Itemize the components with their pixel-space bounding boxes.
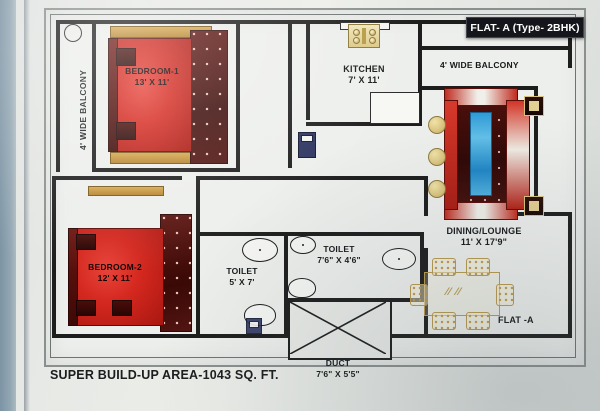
lounge-sofa-bottom [444, 202, 518, 220]
wall-kitchen-right [418, 20, 422, 126]
bedroom1-side-rug [190, 30, 228, 164]
dining-chair [466, 258, 490, 276]
dining-chair [432, 312, 456, 330]
toilet-big-basin-icon [288, 278, 316, 298]
column-marker-icon [64, 24, 82, 42]
wall-bottom-right [388, 334, 572, 338]
balcony-left-label: 4' WIDE BALCONY [78, 69, 88, 150]
wall-toilet-small-right [284, 232, 288, 338]
wall-right-outer-bottom [568, 212, 572, 338]
hob-burner-icon [353, 37, 360, 44]
lounge-side-table-bottom [524, 196, 544, 216]
wall-balcony-inner-left [92, 20, 96, 172]
bedroom1-headboard [108, 38, 118, 152]
kitchen-hob [348, 24, 380, 48]
dining-table-decor-icon: ⁄⁄ ⁄⁄ [446, 286, 462, 298]
plan-title-banner: FLAT- A (Type- 2BHK) [466, 17, 584, 38]
duct-label: DUCT 7'6" X 5'5" [316, 358, 360, 379]
bedroom2-side-rug [160, 214, 192, 332]
wall-corridor-mid [196, 176, 428, 180]
hob-burner-icon [369, 37, 376, 44]
wall-corridor-right-end [424, 176, 428, 216]
wall-balcony-right-inner [422, 46, 572, 50]
wall-bedroom1-bottom [92, 168, 240, 172]
wall-toilet-big-top [284, 232, 424, 236]
bedroom1-label: BEDROOM-1 13' X 11' [125, 66, 179, 87]
bedroom2-nightstand-top [76, 234, 96, 250]
dining-lounge-label: DINING/LOUNGE 11' X 17'9" [446, 226, 522, 248]
lounge-side-table-top [524, 96, 544, 116]
lounge-sofa-right [506, 100, 530, 210]
toilet-big-label: TOILET 7'6" X 4'6" [317, 244, 361, 265]
toilet-big-shower-icon [290, 236, 316, 254]
wall-bottom-left [52, 334, 288, 338]
bedroom1-nightstand-top [116, 48, 136, 66]
lounge-sofa-left [444, 100, 458, 210]
kitchen-counter-side [370, 92, 420, 124]
wall-toilet-big-right [420, 232, 424, 300]
bedroom1-nightstand-bottom [116, 122, 136, 140]
wall-passage-left [288, 20, 292, 168]
kitchen-label: KITCHEN 7' X 11' [343, 64, 385, 86]
wall-corridor-left [56, 176, 182, 180]
dining-table [424, 272, 500, 316]
lounge-pouf [428, 180, 446, 198]
bedroom2-wardrobe-top [88, 186, 164, 196]
toilet-big-wc-icon [382, 248, 416, 270]
dining-chair [432, 258, 456, 276]
wall-right-outer-top [568, 20, 572, 68]
paper-shadow [24, 0, 30, 411]
lounge-pouf [428, 148, 446, 166]
dining-chair [466, 312, 490, 330]
entry-door-fixture [298, 132, 316, 158]
toilet-small-wc-icon [242, 238, 278, 262]
bedroom2-headboard [68, 228, 78, 326]
bedroom2-bench [112, 300, 132, 316]
wall-kitchen-bottom [306, 122, 422, 126]
wall-left-outer [56, 20, 60, 172]
toilet-small-fixture [246, 318, 262, 334]
toilet-small-label: TOILET 5' X 7' [226, 266, 258, 287]
flat-tag-label: FLAT -A [498, 315, 534, 325]
bedroom2-label: BEDROOM-2 12' X 11' [88, 262, 142, 283]
photo-background-left [0, 0, 18, 411]
super-builtup-area-caption: SUPER BUILD-UP AREA-1043 SQ. FT. [50, 368, 279, 382]
wall-bedroom2-right [196, 176, 200, 338]
wall-left-outer-bottom [52, 176, 56, 338]
dining-chair [496, 284, 514, 306]
balcony-right-label: 4' WIDE BALCONY [440, 60, 519, 70]
wall-bedroom1-right [236, 20, 240, 172]
bedroom2-nightstand-bottom [76, 300, 96, 316]
duct-box [288, 300, 392, 360]
wall-toilet-small-top [196, 232, 286, 236]
hob-grate-icon [362, 28, 366, 44]
hob-burner-icon [353, 29, 360, 36]
lounge-sofa-top [444, 88, 518, 106]
hob-burner-icon [369, 29, 376, 36]
dining-chair [410, 284, 428, 306]
lounge-blue-carpet [470, 112, 492, 196]
wall-top-left [56, 20, 306, 24]
wall-passage-right [306, 20, 310, 120]
duct-cross-icon [290, 302, 386, 354]
lounge-pouf [428, 116, 446, 134]
wall-lounge-right [534, 86, 538, 214]
